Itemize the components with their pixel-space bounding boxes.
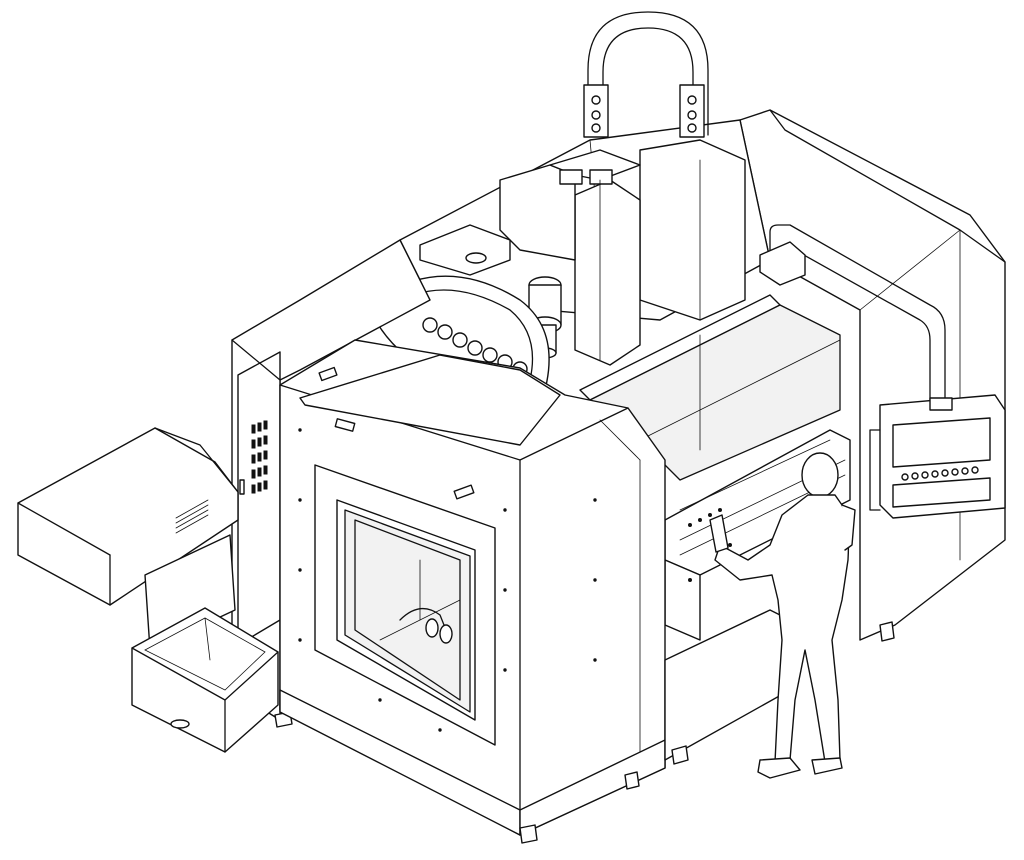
chip-bin <box>131 607 293 753</box>
chip-conveyor <box>17 427 239 651</box>
bin-handle <box>170 719 190 729</box>
cable-carrier <box>583 11 709 138</box>
operator-head <box>801 452 839 498</box>
pendant-arm <box>759 224 946 401</box>
operator-foot-right <box>811 757 843 775</box>
control-screen <box>892 417 991 468</box>
operator-foot-left <box>757 757 801 779</box>
machine-column <box>499 139 746 366</box>
front-door <box>314 464 496 746</box>
vent-holes <box>251 420 268 494</box>
control-panel <box>869 394 1006 519</box>
operator-figure <box>709 452 856 779</box>
panel-fasteners <box>298 428 597 732</box>
machine-base <box>279 609 791 844</box>
rear-foot <box>879 621 895 642</box>
side-cabinet <box>231 239 431 721</box>
operator-hand <box>709 514 729 553</box>
